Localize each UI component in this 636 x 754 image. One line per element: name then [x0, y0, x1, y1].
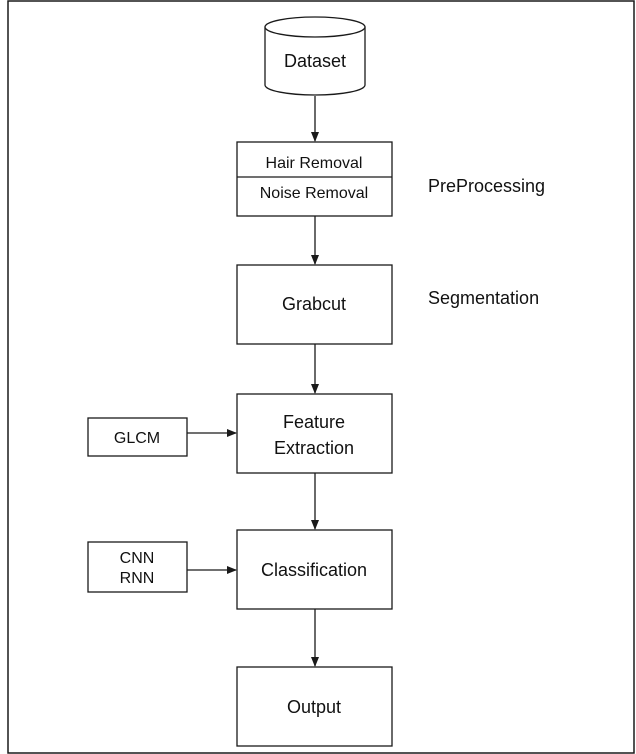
hair-removal-label: Hair Removal — [266, 155, 363, 172]
grabcut-label: Grabcut — [282, 294, 346, 314]
feature-extraction-label-line2: Extraction — [274, 438, 354, 458]
output-box — [236, 666, 393, 747]
classification-node: Classification — [236, 529, 393, 610]
preprocessing-stage-label: PreProcessing — [428, 176, 545, 196]
diagram-border — [7, 0, 635, 754]
segmentation-stage-label: Segmentation — [428, 288, 539, 308]
glcm-node: GLCM — [87, 417, 188, 457]
preprocessing-node: Hair Removal Noise Removal — [236, 141, 393, 217]
cnn-rnn-box — [87, 541, 188, 593]
classification-label: Classification — [261, 560, 367, 580]
rnn-label: RNN — [120, 570, 155, 587]
cnn-rnn-node: CNN RNN — [87, 541, 188, 593]
segmentation-node: Grabcut — [236, 264, 393, 345]
feature-extraction-node: Feature Extraction — [236, 393, 393, 474]
noise-removal-label: Noise Removal — [260, 185, 368, 202]
feature-extraction-box — [236, 393, 393, 474]
dataset-label: Dataset — [284, 51, 346, 71]
glcm-box — [87, 417, 188, 457]
cnn-label: CNN — [120, 550, 155, 567]
output-label: Output — [287, 697, 341, 717]
grabcut-box — [236, 264, 393, 345]
dataset-node: Dataset — [264, 16, 366, 96]
glcm-label: GLCM — [114, 430, 160, 447]
dataset-cylinder-body — [264, 27, 366, 96]
preprocessing-box — [236, 141, 393, 217]
feature-extraction-label-line1: Feature — [283, 412, 345, 432]
output-node: Output — [236, 666, 393, 747]
classification-box — [236, 529, 393, 610]
dataset-cylinder-top — [264, 16, 366, 38]
